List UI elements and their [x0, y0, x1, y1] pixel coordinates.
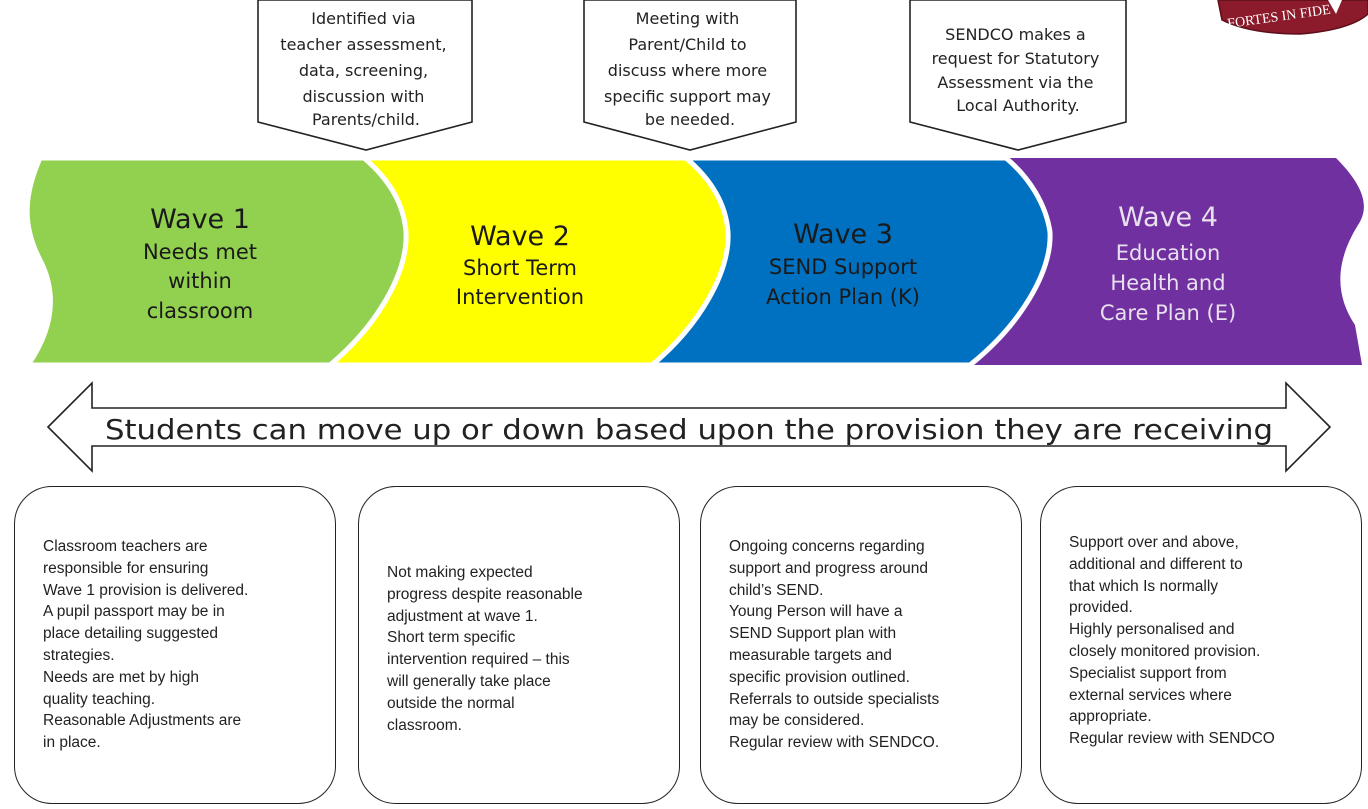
wave3-description-box: Ongoing concerns regarding support and p… — [700, 486, 1022, 804]
movement-arrow: Students can move up or down based upon … — [46, 381, 1332, 473]
description-line: may be considered. — [729, 712, 865, 730]
wave2-title: Wave 2 — [470, 221, 570, 252]
school-crest-logo: FORTES IN FIDE — [1217, 0, 1368, 35]
description-line: external services where — [1069, 686, 1232, 704]
description-line: measurable targets and — [729, 647, 892, 664]
description-line: responsible for ensuring — [43, 559, 209, 577]
callout-wave1: Identified via teacher assessment, data,… — [257, 0, 473, 151]
crest-shield-icon — [1328, 0, 1342, 14]
description-line: in place. — [43, 734, 101, 752]
description-line: progress despite reasonable — [387, 585, 583, 603]
description-line: Regular review with SENDCO — [1069, 730, 1275, 748]
wave1-chevron — [23, 155, 409, 368]
wave4-description-box: Support over and above, additional and d… — [1040, 486, 1362, 804]
callout-wave3-text: SENDCO makes a request for Statutory Ass… — [932, 25, 1105, 115]
double-arrow-icon — [46, 381, 1332, 473]
description-line: Short term specific — [387, 629, 516, 647]
description-line: Specialist support from — [1069, 664, 1227, 682]
wave4-subtitle-line3: Care Plan (E) — [1100, 301, 1236, 325]
description-line: child’s SEND. — [729, 581, 824, 599]
wave1-subtitle-line1: Needs met — [143, 240, 257, 264]
description-line: Support over and above, — [1069, 534, 1239, 551]
description-line: A pupil passport may be in — [43, 603, 225, 621]
description-line: adjustment at wave 1. — [387, 607, 538, 625]
wave1-description-box: Classroom teachers are responsible for e… — [14, 486, 336, 804]
description-line: provided. — [1069, 599, 1133, 617]
wave1-subtitle-line2: within — [168, 269, 232, 293]
crest-banner-icon — [1217, 0, 1368, 35]
wave1-subtitle-line3: classroom — [147, 299, 253, 323]
description-line: additional and different to — [1069, 555, 1243, 573]
wave4-title: Wave 4 — [1118, 202, 1218, 233]
wave1-title: Wave 1 — [150, 204, 250, 235]
description-line: specific provision outlined. — [729, 668, 910, 686]
description-line: appropriate. — [1069, 708, 1152, 726]
description-line: Highly personalised and — [1069, 621, 1235, 639]
description-line: Referrals to outside specialists — [729, 690, 940, 708]
callout-wave2-text: Meeting with Parent/Child to discuss whe… — [604, 9, 776, 129]
description-line: that which Is normally — [1069, 577, 1219, 595]
description-line: support and progress around — [729, 559, 929, 577]
description-line: outside the normal — [387, 694, 515, 712]
description-line: Reasonable Adjustments are — [43, 712, 242, 730]
wave2-subtitle-line1: Short Term — [463, 256, 577, 280]
description-line: quality teaching. — [43, 690, 156, 708]
callout-wave1-text: Identified via teacher assessment, data,… — [280, 9, 451, 129]
wave2-subtitle-line2: Intervention — [456, 285, 584, 309]
description-line: intervention required – this — [387, 651, 570, 669]
wave1-label: Wave 1 Needs met within classroom — [143, 204, 257, 323]
wave4-subtitle-line2: Health and — [1110, 271, 1225, 295]
description-line: Wave 1 provision is delivered. — [43, 581, 249, 599]
description-line: will generally take place — [387, 672, 551, 690]
description-line: Classroom teachers are — [43, 538, 208, 556]
description-line: Young Person will have a — [729, 603, 903, 621]
description-line: Ongoing concerns regarding — [729, 538, 925, 556]
callout-wave3: SENDCO makes a request for Statutory Ass… — [909, 0, 1127, 151]
description-line: strategies. — [43, 647, 115, 664]
callout-wave2: Meeting with Parent/Child to discuss whe… — [583, 0, 797, 151]
description-line: Not making expected — [387, 564, 533, 581]
wave3-title: Wave 3 — [793, 219, 893, 250]
wave3-subtitle-line2: Action Plan (K) — [766, 285, 920, 309]
description-line: Needs are met by high — [43, 668, 199, 686]
wave3-label: Wave 3 SEND Support Action Plan (K) — [766, 219, 920, 309]
wave4-subtitle-line1: Education — [1116, 241, 1221, 265]
description-line: classroom. — [387, 716, 462, 734]
description-line: closely monitored provision. — [1069, 642, 1261, 660]
wave4-label: Wave 4 Education Health and Care Plan (E… — [1100, 202, 1236, 325]
wave2-description-box: Not making expected progress despite rea… — [358, 486, 680, 804]
wave2-label: Wave 2 Short Term Intervention — [456, 221, 584, 309]
wave4-chevron — [960, 158, 1364, 365]
description-line: place detailing suggested — [43, 625, 218, 643]
description-line: SEND Support plan with — [729, 625, 897, 643]
description-line: Regular review with SENDCO. — [729, 734, 940, 752]
wave-chevrons — [23, 155, 1364, 368]
movement-arrow-text: Students can move up or down based upon … — [105, 413, 1273, 446]
wave3-subtitle-line1: SEND Support — [769, 255, 917, 279]
